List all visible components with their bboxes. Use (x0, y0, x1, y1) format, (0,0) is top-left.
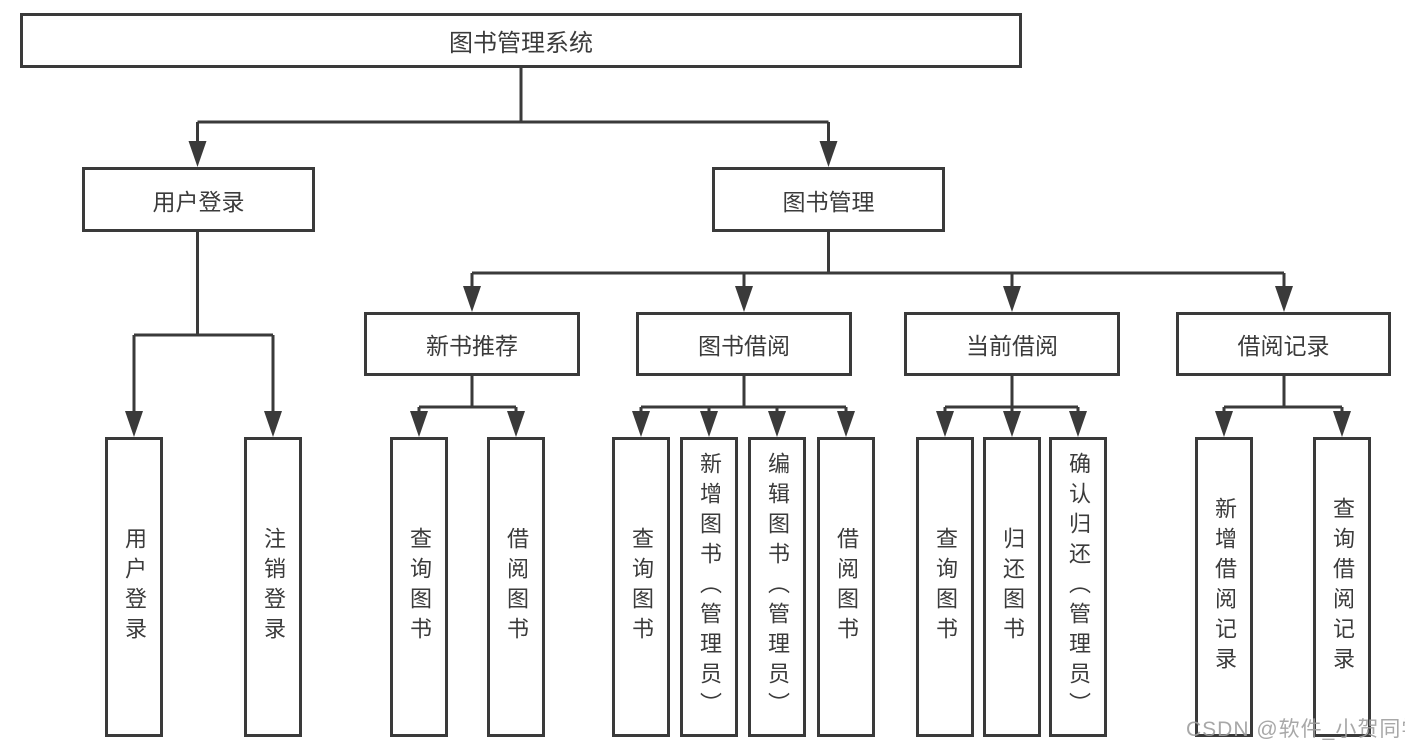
node-current-borrow: 当前借阅 (904, 312, 1120, 376)
node-label: 查询图书 (629, 527, 654, 647)
node-label: 图书管理系统 (449, 30, 593, 57)
node-borrow-records: 借阅记录 (1176, 312, 1391, 376)
node-label: 注销登录 (261, 527, 286, 647)
leaf-return-books: 归还图书 (983, 437, 1041, 737)
node-label: 查询图书 (933, 527, 958, 647)
node-book-borrow: 图书借阅 (636, 312, 852, 376)
node-book-management-branch: 图书管理 (712, 167, 945, 232)
node-label: 借阅图书 (834, 527, 859, 647)
leaf-edit-books-admin: 编辑图书（管理员） (748, 437, 806, 737)
node-label: 借阅记录 (1237, 333, 1330, 359)
node-label: 图书借阅 (698, 333, 790, 359)
leaf-query-books-1: 查询图书 (390, 437, 448, 737)
node-label: 查询图书 (407, 527, 432, 647)
leaf-confirm-return-admin: 确认归还（管理员） (1049, 437, 1107, 737)
leaf-borrow-books-2: 借阅图书 (817, 437, 875, 737)
leaf-add-books-admin: 新增图书（管理员） (680, 437, 738, 737)
leaf-query-books-2: 查询图书 (612, 437, 670, 737)
node-label: 确认归还（管理员） (1066, 452, 1091, 722)
leaf-query-borrow-record: 查询借阅记录 (1313, 437, 1371, 737)
node-label: 编辑图书（管理员） (765, 452, 790, 722)
node-label: 新增图书（管理员） (697, 452, 722, 722)
node-label: 归还图书 (1000, 527, 1025, 647)
leaf-borrow-books-1: 借阅图书 (487, 437, 545, 737)
node-label: 图书管理 (782, 188, 875, 215)
node-label: 当前借阅 (966, 333, 1058, 359)
leaf-user-login: 用户登录 (105, 437, 163, 737)
csdn-watermark: CSDN @软件_小贺同学 (1186, 718, 1405, 741)
node-label: 用户登录 (152, 188, 245, 215)
node-library-management-system: 图书管理系统 (20, 13, 1022, 68)
leaf-query-books-3: 查询图书 (916, 437, 974, 737)
node-label: 新增借阅记录 (1212, 497, 1237, 677)
node-label: 借阅图书 (504, 527, 529, 647)
node-new-book-recommend: 新书推荐 (364, 312, 580, 376)
leaf-add-borrow-record: 新增借阅记录 (1195, 437, 1253, 737)
leaf-logout: 注销登录 (244, 437, 302, 737)
node-label: 新书推荐 (426, 333, 518, 359)
node-user-login-branch: 用户登录 (82, 167, 315, 232)
node-label: 查询借阅记录 (1330, 497, 1355, 677)
node-label: 用户登录 (122, 527, 147, 647)
